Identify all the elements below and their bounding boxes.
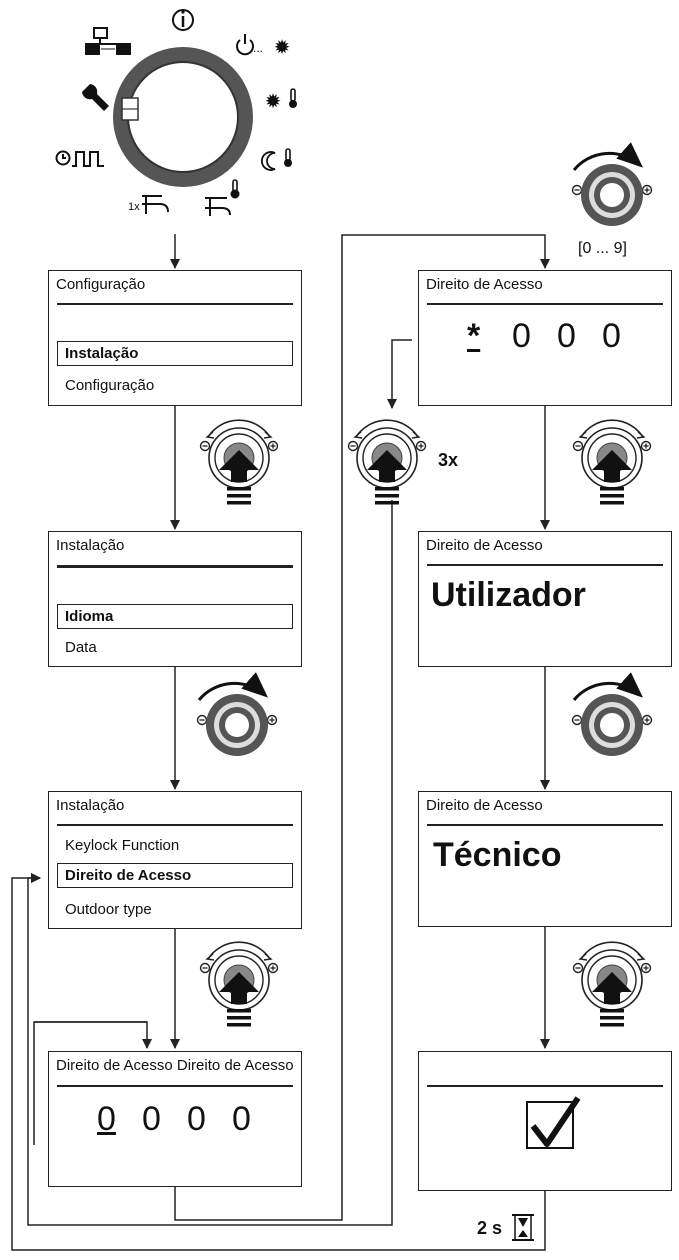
moon-thermo-icon	[261, 148, 292, 171]
access-level-value: Utilizador	[431, 576, 586, 614]
range-label: [0 ... 9]	[578, 240, 627, 257]
svg-text:✹: ✹	[265, 91, 282, 113]
screen-title: Instalação	[56, 537, 125, 554]
wrench-icon	[82, 84, 109, 111]
code-digit: 0	[602, 317, 621, 355]
screen-instalacao: Instalação Idioma Data	[48, 531, 302, 667]
code-digit: 0	[187, 1100, 206, 1138]
press-count-label: 3x	[438, 450, 459, 470]
screen-title: Direito de Acesso	[426, 797, 543, 814]
menu-item-selected[interactable]: Direito de Acesso	[57, 863, 293, 888]
checkmark-icon	[526, 1096, 581, 1149]
hot-water-thermo-icon	[205, 179, 240, 216]
menu-item[interactable]: Outdoor type	[65, 901, 152, 918]
screen-title: Direito de Acesso	[426, 537, 543, 554]
code-digit: 0	[512, 317, 531, 355]
code-digit: 0	[232, 1100, 251, 1138]
divider	[427, 303, 663, 305]
menu-item[interactable]: Keylock Function	[65, 837, 180, 854]
standby-sun-icon: ... ✹	[236, 34, 291, 59]
knob-press-symbol	[572, 941, 652, 1028]
knob-turn-symbol	[573, 153, 652, 226]
svg-text:1x: 1x	[128, 201, 140, 213]
sun-thermo-icon: ✹	[265, 88, 297, 113]
screen-access-technician: Direito de Acesso Técnico	[418, 791, 672, 927]
menu-item[interactable]: Configuração	[65, 377, 155, 394]
divider	[427, 824, 663, 826]
knob-press-symbol	[347, 419, 427, 506]
code-digit: 0	[142, 1100, 161, 1138]
divider	[427, 1085, 663, 1087]
screen-configuracao: Configuração Instalação Configuração	[48, 270, 302, 406]
divider	[57, 303, 293, 305]
code-digit[interactable]: *	[467, 317, 481, 355]
flow-connectors	[11, 234, 550, 1251]
screen-confirm	[418, 1051, 672, 1191]
knob-press-symbol	[199, 941, 279, 1028]
svg-text:✹: ✹	[274, 37, 291, 59]
main-dial[interactable]	[113, 47, 253, 187]
access-level-value: Técnico	[433, 836, 562, 874]
info-icon	[172, 9, 194, 31]
network-icon	[85, 27, 131, 55]
knob-turn-symbol	[573, 683, 652, 756]
divider	[57, 1085, 293, 1087]
code-digit: 0	[557, 317, 576, 355]
divider	[57, 565, 293, 568]
menu-item[interactable]: Data	[65, 639, 97, 656]
screen-title: Configuração	[56, 276, 146, 293]
divider	[427, 564, 663, 566]
code-digit[interactable]: 0	[97, 1100, 116, 1138]
hot-water-once-icon: 1x	[128, 195, 169, 214]
screen-instalacao-access: Instalação Keylock Function Direito de A…	[48, 791, 302, 929]
wait-label: 2 s	[477, 1218, 503, 1238]
menu-item-selected[interactable]: Idioma	[57, 604, 293, 629]
svg-text:...: ...	[253, 41, 263, 55]
knob-turn-symbol	[198, 683, 277, 756]
knob-press-symbol	[572, 419, 652, 506]
timer-program-icon	[55, 150, 104, 167]
knob-press-symbol	[199, 419, 279, 506]
menu-item-selected[interactable]: Instalação	[57, 341, 293, 366]
screen-access-user: Direito de Acesso Utilizador	[418, 531, 672, 667]
screen-title: Direito de Acesso	[426, 276, 543, 293]
hourglass-icon	[512, 1214, 534, 1241]
screen-title: Instalação	[56, 797, 125, 814]
screen-title: Direito de Acesso Direito de Acesso	[56, 1057, 294, 1074]
divider	[57, 824, 293, 826]
